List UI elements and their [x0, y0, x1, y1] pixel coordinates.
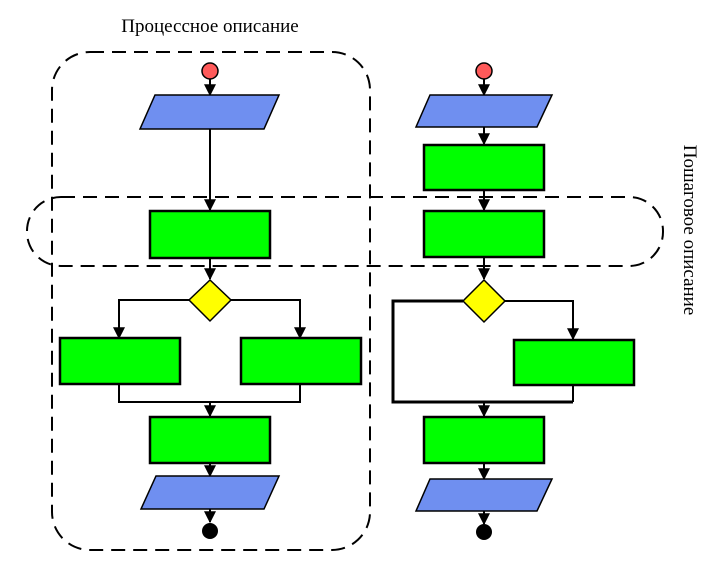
end-node	[202, 523, 218, 539]
decision-block	[461, 278, 507, 324]
input-block	[138, 94, 281, 130]
step-group-frame	[26, 196, 664, 267]
start-node	[475, 62, 493, 80]
output-block	[414, 478, 554, 512]
process-block	[422, 209, 546, 259]
start-node	[201, 62, 219, 80]
process-block	[148, 209, 272, 260]
input-block	[414, 94, 554, 128]
edge-merge	[118, 384, 301, 403]
decision-block	[187, 278, 233, 323]
process-block-left-branch	[58, 336, 182, 386]
process-flowchart	[58, 62, 363, 539]
output-block	[139, 475, 281, 510]
edge-branch-left	[113, 299, 190, 340]
edge-branch-right	[505, 300, 579, 341]
step-description-label: Пошаговое описание	[679, 145, 700, 316]
process-block	[148, 415, 272, 465]
process-block	[422, 143, 546, 192]
end-node	[476, 524, 492, 540]
process-description-label: Процессное описание	[121, 16, 298, 37]
edge-branch-right	[230, 299, 306, 340]
process-block-right-branch	[239, 336, 363, 386]
process-block	[422, 415, 546, 465]
step-flowchart	[391, 62, 636, 540]
process-block-right-branch	[512, 338, 636, 387]
process-group-frame	[51, 51, 371, 551]
